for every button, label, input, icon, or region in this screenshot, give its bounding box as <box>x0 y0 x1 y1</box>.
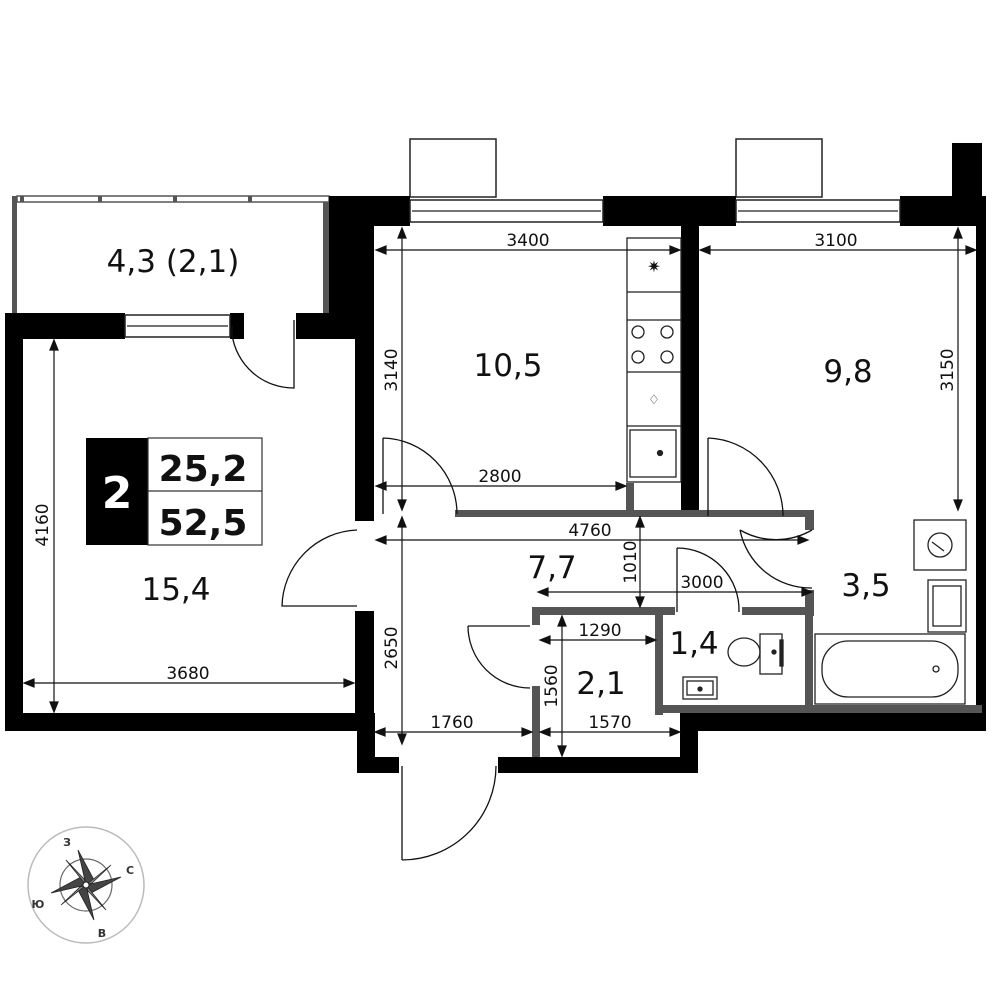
rooms-count: 2 <box>102 468 133 519</box>
window-units <box>409 138 823 198</box>
drop-icon: ♢ <box>648 393 660 408</box>
bath-fixtures <box>682 519 967 705</box>
dim-bedroom-height: 3150 <box>938 348 958 391</box>
dim-bedroom-width: 3100 <box>814 231 857 251</box>
room-storage-area: 2,1 <box>576 666 625 702</box>
dim-entry-width: 1760 <box>430 713 473 733</box>
room-living-area: 15,4 <box>141 572 210 608</box>
room-bathroom-area: 3,5 <box>841 568 890 604</box>
dim-kitchen-inner: 2800 <box>478 467 521 487</box>
dim-hall-height: 2650 <box>382 626 402 669</box>
compass-west: З <box>63 836 71 849</box>
room-wc-area: 1,4 <box>669 626 718 662</box>
dim-living-width: 3680 <box>166 664 209 684</box>
dim-living-height: 4160 <box>33 503 53 546</box>
total-area: 52,5 <box>159 503 248 544</box>
dim-storage-height: 1560 <box>542 664 562 707</box>
living-area-total: 25,2 <box>159 449 248 490</box>
door-swings <box>231 320 813 861</box>
dim-kitchen-height: 3140 <box>382 348 402 391</box>
apartment-badge: 2 25,2 52,5 <box>86 437 263 546</box>
fridge-icon: ✷ <box>647 257 660 276</box>
compass-south: Ю <box>32 898 45 911</box>
compass-north: С <box>126 864 134 877</box>
dim-kitchen-width: 3400 <box>506 231 549 251</box>
dim-wc-width: 1290 <box>578 621 621 641</box>
compass-rose-icon: З С В Ю <box>27 826 145 944</box>
exterior-walls <box>5 143 986 773</box>
dim-hall-gap: 1010 <box>621 540 641 583</box>
room-hall-area: 7,7 <box>527 550 576 586</box>
interior-partitions <box>455 483 982 757</box>
compass-east: В <box>98 927 106 940</box>
dim-hall-inner: 3000 <box>680 573 723 593</box>
dim-hall-width: 4760 <box>568 521 611 541</box>
dimension-lines <box>22 226 978 758</box>
room-bedroom-area: 9,8 <box>823 354 872 390</box>
dim-storage-width: 1570 <box>588 713 631 733</box>
window-sills <box>127 210 898 327</box>
kitchen-units <box>626 237 682 483</box>
room-kitchen-area: 10,5 <box>473 348 542 384</box>
room-balcony-area: 4,3 (2,1) <box>107 244 240 280</box>
